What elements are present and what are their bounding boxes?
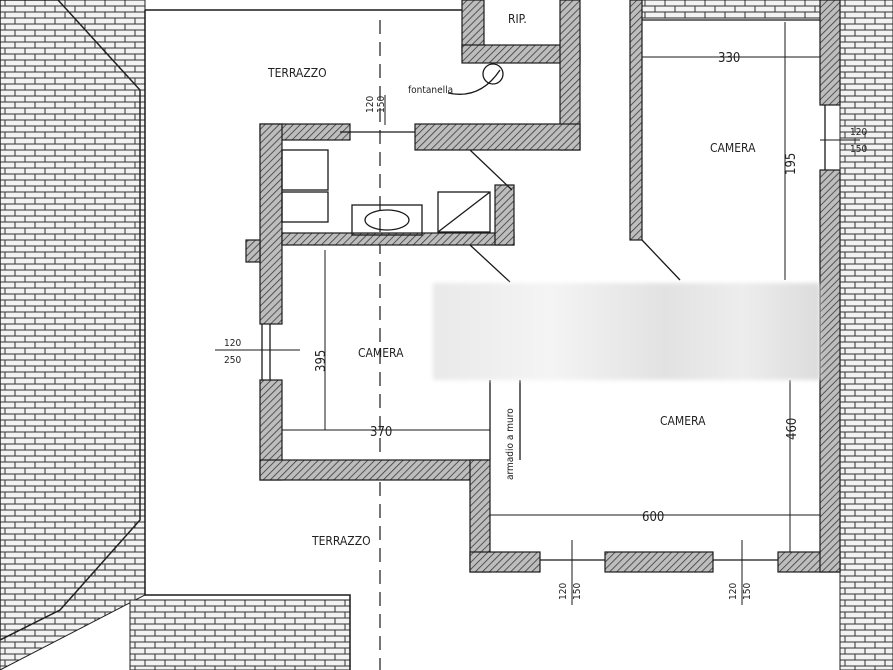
terrace-outline: [144, 9, 462, 670]
dim-330: 330: [718, 51, 740, 66]
wall-right-outer: [819, 169, 841, 573]
walls: [245, 0, 841, 573]
dim-600: 600: [642, 510, 664, 525]
dim-195: 195: [784, 153, 799, 175]
win-bot1-a: 120: [558, 583, 569, 600]
win-left-a: 120: [224, 338, 241, 349]
interior-lines: [261, 19, 826, 561]
label-rip: RIP.: [508, 12, 527, 26]
win-top-b: 150: [376, 96, 387, 113]
label-fountain: fontanella: [408, 85, 453, 96]
label-terrace-bottom: TERRAZZO: [311, 534, 371, 548]
wall-left-outer: [259, 123, 283, 325]
win-bot2-a: 120: [728, 583, 739, 600]
wall-bottom: [469, 551, 541, 573]
win-right-b: 150: [850, 144, 867, 155]
wall-left-stub: [245, 239, 261, 263]
win-bot1-b: 150: [572, 583, 583, 600]
wall-bath-top-right: [414, 123, 581, 151]
label-terrace-top: TERRAZZO: [267, 66, 327, 80]
dimension-lines: [215, 22, 860, 605]
label-camera-top-right: CAMERA: [710, 141, 756, 155]
wall-room-bottom: [259, 459, 489, 481]
dim-370: 370: [370, 425, 392, 440]
wall-top-right-room: [629, 0, 643, 241]
dim-395: 395: [314, 350, 329, 372]
wall-right-upper: [819, 0, 841, 106]
dim-460: 460: [785, 418, 800, 440]
wall-bath-right: [494, 184, 515, 246]
label-camera-left: CAMERA: [358, 346, 404, 360]
label-camera-bottom-right: CAMERA: [660, 414, 706, 428]
win-left-b: 250: [224, 355, 241, 366]
wall-bottom-mid: [604, 551, 714, 573]
label-wardrobe: armadio a muro: [505, 408, 516, 480]
redacted-area: [433, 283, 820, 380]
win-top-a: 120: [365, 96, 376, 113]
win-bot2-b: 150: [742, 583, 753, 600]
win-right-a: 120: [850, 127, 867, 138]
